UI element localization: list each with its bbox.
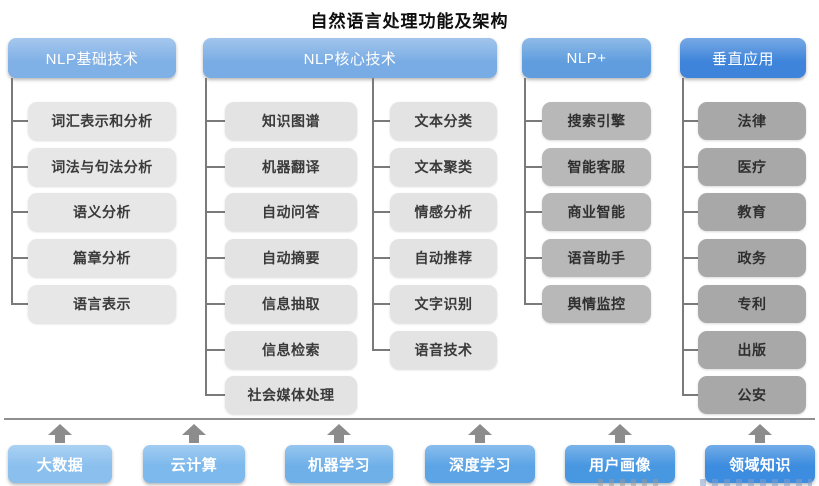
diagram-node: 文字识别 <box>390 285 497 323</box>
diagram-node: 教育 <box>698 193 806 231</box>
group-header-nlp-core: NLP核心技术 <box>203 38 497 78</box>
diagram-node: 文本聚类 <box>390 148 497 186</box>
page-title: 自然语言处理功能及架构 <box>310 12 509 31</box>
connector-line <box>682 394 698 396</box>
diagram-node: 自动推荐 <box>390 239 497 277</box>
connector-line <box>205 120 225 122</box>
connector-line <box>682 120 698 122</box>
connector-line <box>372 257 390 259</box>
foundation-box: 机器学习 <box>285 445 393 483</box>
connector-line <box>682 349 698 351</box>
connector-line <box>682 78 684 396</box>
connector-line <box>682 257 698 259</box>
connector-line <box>205 394 225 396</box>
connector-line <box>524 211 542 213</box>
diagram-node: 政务 <box>698 239 806 277</box>
diagram-node: 出版 <box>698 331 806 369</box>
diagram-node: 语音技术 <box>390 331 497 369</box>
diagram-node: 知识图谱 <box>225 102 357 140</box>
diagram-node: 文本分类 <box>390 102 497 140</box>
diagram-node: 法律 <box>698 102 806 140</box>
foundation-box: 云计算 <box>143 445 245 483</box>
diagram-node: 医疗 <box>698 148 806 186</box>
connector-line <box>11 120 28 122</box>
diagram-node: 舆情监控 <box>542 285 651 323</box>
connector-line <box>524 166 542 168</box>
connector-line <box>524 120 542 122</box>
up-arrow-icon <box>748 424 772 443</box>
foundation-box: 深度学习 <box>425 445 535 483</box>
diagram-node: 语言表示 <box>28 285 176 323</box>
group-header-vertical-apps: 垂直应用 <box>680 38 806 78</box>
foundation-box: 大数据 <box>8 445 112 483</box>
connector-line <box>682 303 698 305</box>
up-arrow-icon <box>327 424 351 443</box>
up-arrow-icon <box>48 424 72 443</box>
connector-line <box>205 211 225 213</box>
connector-line <box>205 78 207 396</box>
diagram-node: 商业智能 <box>542 193 651 231</box>
connector-line <box>11 166 28 168</box>
connector-line <box>524 303 542 305</box>
diagram-node: 信息检索 <box>225 331 357 369</box>
connector-line <box>372 120 390 122</box>
diagram-node: 专利 <box>698 285 806 323</box>
up-arrow-icon <box>468 424 492 443</box>
diagram-node: 机器翻译 <box>225 148 357 186</box>
diagram-node: 词汇表示和分析 <box>28 102 176 140</box>
diagram-node: 语义分析 <box>28 193 176 231</box>
connector-line <box>11 303 28 305</box>
connector-line <box>11 257 28 259</box>
diagram-node: 自动问答 <box>225 193 357 231</box>
diagram-node: 情感分析 <box>390 193 497 231</box>
connector-line <box>524 78 526 304</box>
separator-line <box>4 418 815 420</box>
group-header-nlp-plus: NLP+ <box>522 38 651 78</box>
connector-line <box>372 349 390 351</box>
connector-line <box>205 166 225 168</box>
diagram-node: 智能客服 <box>542 148 651 186</box>
connector-line <box>205 303 225 305</box>
diagram-node: 信息抽取 <box>225 285 357 323</box>
group-header-nlp-foundation: NLP基础技术 <box>8 38 176 78</box>
connector-line <box>682 166 698 168</box>
diagram-node: 自动摘要 <box>225 239 357 277</box>
diagram-node: 语音助手 <box>542 239 651 277</box>
up-arrow-icon <box>608 424 632 443</box>
connector-line <box>372 78 374 350</box>
connector-line <box>11 211 28 213</box>
watermark-fragment <box>598 479 660 486</box>
connector-line <box>205 257 225 259</box>
up-arrow-icon <box>182 424 206 443</box>
connector-line <box>11 78 13 304</box>
diagram-node: 社会媒体处理 <box>225 376 357 414</box>
diagram-node: 篇章分析 <box>28 239 176 277</box>
foundation-box: 领域知识 <box>705 445 815 483</box>
diagram-node: 搜索引擎 <box>542 102 651 140</box>
foundation-box: 用户画像 <box>565 445 675 483</box>
connector-line <box>682 211 698 213</box>
connector-line <box>205 349 225 351</box>
connector-line <box>372 166 390 168</box>
connector-line <box>372 303 390 305</box>
diagram-node: 词法与句法分析 <box>28 148 176 186</box>
diagram-node: 公安 <box>698 376 806 414</box>
connector-line <box>372 211 390 213</box>
connector-line <box>524 257 542 259</box>
watermark-fragment <box>700 479 812 486</box>
